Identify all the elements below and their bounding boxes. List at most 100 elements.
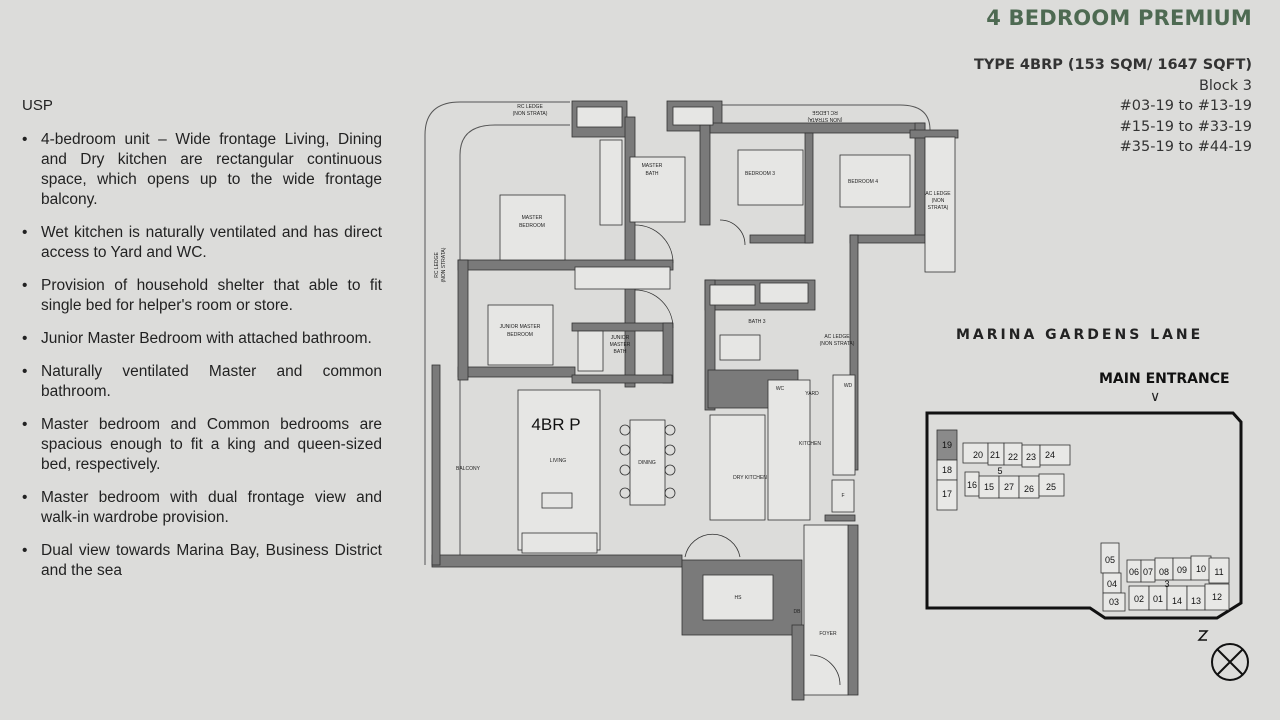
inner-ledge-line [459,124,570,565]
room-label: BATH [646,171,659,177]
site-unit-number: 03 [1109,597,1119,607]
living-area [517,389,601,551]
wall-jm-bottom [571,374,673,384]
site-unit-number: 08 [1159,567,1169,577]
room-label: RC LEDGE [517,104,543,110]
room-label: BEDROOM [519,223,545,229]
room-label: BATH [614,349,627,355]
wall-foyer-left [791,624,805,701]
bullet-icon: • [22,224,28,241]
room-label: WD [844,383,853,389]
usp-item-text: Dual view towards Marina Bay, Business D… [41,542,382,579]
chair [619,444,631,456]
wall-v1 [624,116,636,388]
site-unit-number: 13 [1191,596,1201,606]
dining-table [629,419,666,506]
room-label: F [841,493,844,499]
bath3-basin [719,334,761,361]
north-arrow-icon [1197,630,1249,681]
usp-item: •Junior Master Bedroom with attached bat… [22,329,382,349]
wall-left-balcony [431,364,441,566]
usp-item-text: Wet kitchen is naturally ventilated and … [41,224,382,261]
top-ledge-line [715,104,931,131]
coffee-table [541,492,573,509]
bed3 [737,149,804,206]
bullet-icon: • [22,416,28,433]
jm-bath-fixture [577,330,604,372]
site-unit [1208,557,1230,584]
room-label: RC LEDGE [434,252,440,278]
site-unit-number: 24 [1045,450,1055,460]
outer-ledge-line [424,101,570,565]
site-unit-number: 20 [973,450,983,460]
site-unit-number: 07 [1143,567,1153,577]
room-label: (NON STRATA) [441,247,447,282]
main-entrance-label: MAIN ENTRANCE [1099,371,1230,387]
usp-item-text: 4-bedroom unit – Wide frontage Living, D… [41,131,382,208]
room-label: (NON [932,198,945,204]
unit-range-3: #35-19 to #44-19 [1119,139,1252,155]
site-unit-number: 09 [1177,565,1187,575]
room-label: STRATA) [928,205,949,211]
ac-ledge-unit [576,106,623,128]
site-unit-number: 02 [1134,594,1144,604]
site-unit-number: 5 [997,466,1002,476]
site-unit-number: 16 [967,480,977,490]
wall-h-junior [457,366,576,378]
room-label: BEDROOM [507,332,533,338]
bullet-icon: • [22,131,28,148]
door-swing [809,654,841,686]
chair [619,424,631,436]
room-label: DRY KITCHEN [733,475,767,481]
room-label: JUNIOR [611,335,630,341]
wardrobe [599,139,623,226]
foyer-area [803,524,849,696]
master-bath-fixture [629,156,686,223]
site-unit-number: 11 [1214,567,1223,577]
site-unit-number: 23 [1026,452,1036,462]
ac-ledge-right [924,136,956,273]
room-label: KITCHEN [799,441,821,447]
chair [664,464,676,476]
site-unit-number: 26 [1024,484,1034,494]
usp-item: • 4-bedroom unit – Wide frontage Living, … [22,130,382,210]
page-title: 4 BEDROOM PREMIUM [986,6,1252,30]
junior-bed [487,304,554,366]
site-unit-number: 05 [1105,555,1115,565]
room-label: AC LEDGE [824,334,850,340]
hs-room [702,574,774,621]
usp-item: • Master bedroom and Common bedrooms are … [22,415,382,475]
fridge-box [831,479,855,513]
kitchen-counter [767,379,811,521]
usp-item-text: Master bedroom with dual frontage view a… [41,489,382,526]
usp-item-text: Master bedroom and Common bedrooms are s… [41,416,382,473]
bullet-icon: • [22,330,28,347]
site-unit [936,479,958,511]
sofa [521,532,598,554]
door-swing [634,289,674,329]
wall-jm-top [571,322,673,332]
unit-type-label: 4BR P [531,415,580,434]
room-label: MASTER [522,215,543,221]
wall-bed3-right [804,132,814,244]
wardrobe-h [574,266,671,290]
unit-info: TYPE 4BRP (153 SQM/ 1647 SQFT) Block 3 #… [974,55,1252,158]
site-unit-number: 22 [1008,452,1018,462]
unit-range-1: #03-19 to #13-19 [1119,98,1252,114]
door-swing [684,533,741,558]
site-unit-number: 15 [984,482,994,492]
bed4 [839,154,911,208]
usp-item-text: Provision of household shelter that able… [41,277,382,314]
chair [619,464,631,476]
room-label: MASTER [610,342,631,348]
ac-ledge-unit [672,106,714,126]
wall-bath3-left [704,279,716,411]
site-plan: 19 20 21 22 23 24 18 5 17 16 15 27 26 25… [925,411,1243,620]
room-label: WC [776,386,785,392]
bullet-icon: • [22,363,28,380]
usp-heading: USP [22,97,53,114]
room-label: LIVING [550,458,567,464]
site-unit [1038,473,1065,497]
room-label: FOYER [819,631,837,637]
kitchen-counter-right [832,374,856,476]
